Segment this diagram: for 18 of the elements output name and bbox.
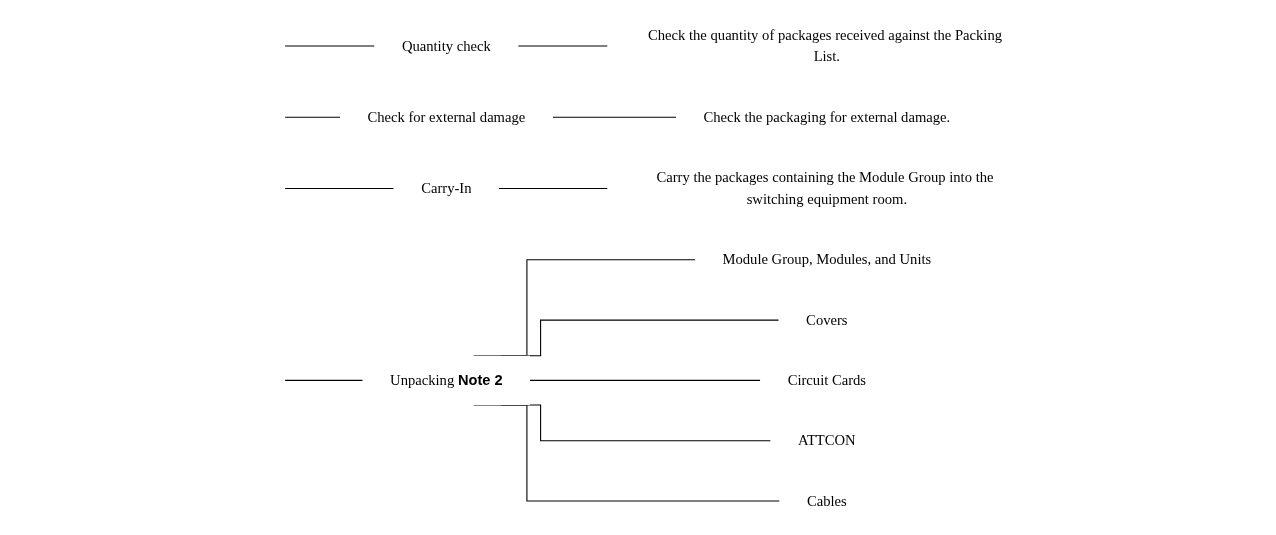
node-text: Covers	[805, 311, 848, 327]
node-text: Cables	[806, 492, 847, 508]
connector	[529, 379, 761, 381]
connector	[472, 404, 780, 502]
node-text: Check the packaging for external damage.	[703, 108, 951, 125]
node-text: ATTCON	[797, 431, 856, 448]
connector	[498, 187, 608, 189]
node-text: Module Group, Modules, and Units	[722, 251, 931, 267]
node-text: Check the quantity of packages received against the Packing List.	[647, 26, 1002, 64]
connector	[284, 187, 395, 189]
connector	[551, 116, 677, 118]
node-text: Circuit Cards	[787, 371, 866, 388]
node-text: Carry-In	[420, 179, 472, 196]
node-text: Carry the packages containing the Module Group into the switching equipment room.	[656, 168, 994, 207]
connector	[284, 379, 363, 381]
connector	[284, 116, 341, 118]
node-text: Check for external damage	[367, 108, 526, 125]
node-text: Quantity check	[401, 37, 491, 53]
